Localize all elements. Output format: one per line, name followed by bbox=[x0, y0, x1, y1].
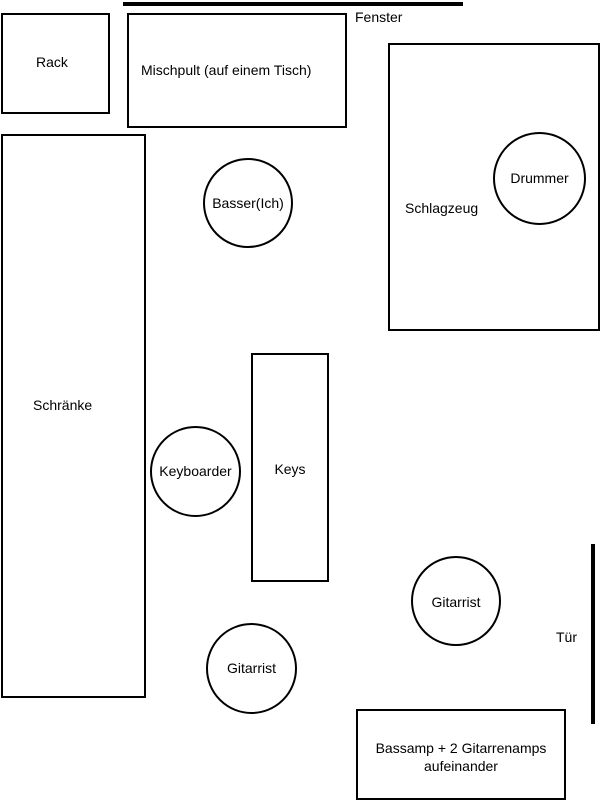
window-wall-line bbox=[123, 2, 463, 6]
rack-box bbox=[1, 13, 110, 114]
window-label: Fenster bbox=[355, 9, 403, 25]
amps-box bbox=[356, 709, 566, 800]
keys-box bbox=[251, 353, 329, 582]
guitarist-right-circle bbox=[411, 556, 501, 646]
amps-label-line2: aufeinander bbox=[424, 758, 498, 774]
amps-label-line1: Bassamp + 2 Gitarrenamps bbox=[375, 740, 547, 756]
mixer-label: Mischpult (auf einem Tisch) bbox=[141, 62, 312, 78]
guitarist-left-circle bbox=[206, 623, 297, 714]
drummer-label: Drummer bbox=[510, 170, 569, 186]
bassist-label: Basser(Ich) bbox=[212, 195, 284, 211]
bassist-circle bbox=[203, 158, 293, 248]
cabinets-label: Schränke bbox=[33, 397, 93, 413]
keys-label: Keys bbox=[274, 461, 306, 477]
mixer-box bbox=[127, 13, 347, 128]
cabinets-box bbox=[1, 134, 146, 698]
keyboardist-label: Keyboarder bbox=[159, 463, 232, 479]
keyboardist-circle bbox=[150, 426, 241, 517]
door-wall-line bbox=[591, 544, 595, 724]
guitarist-right-label: Gitarrist bbox=[431, 594, 481, 610]
door-label: Tür bbox=[556, 629, 577, 645]
drumkit-label: Schlagzeug bbox=[405, 200, 479, 216]
rack-label: Rack bbox=[36, 54, 68, 70]
guitarist-left-label: Gitarrist bbox=[227, 660, 276, 676]
drummer-circle bbox=[493, 132, 586, 225]
